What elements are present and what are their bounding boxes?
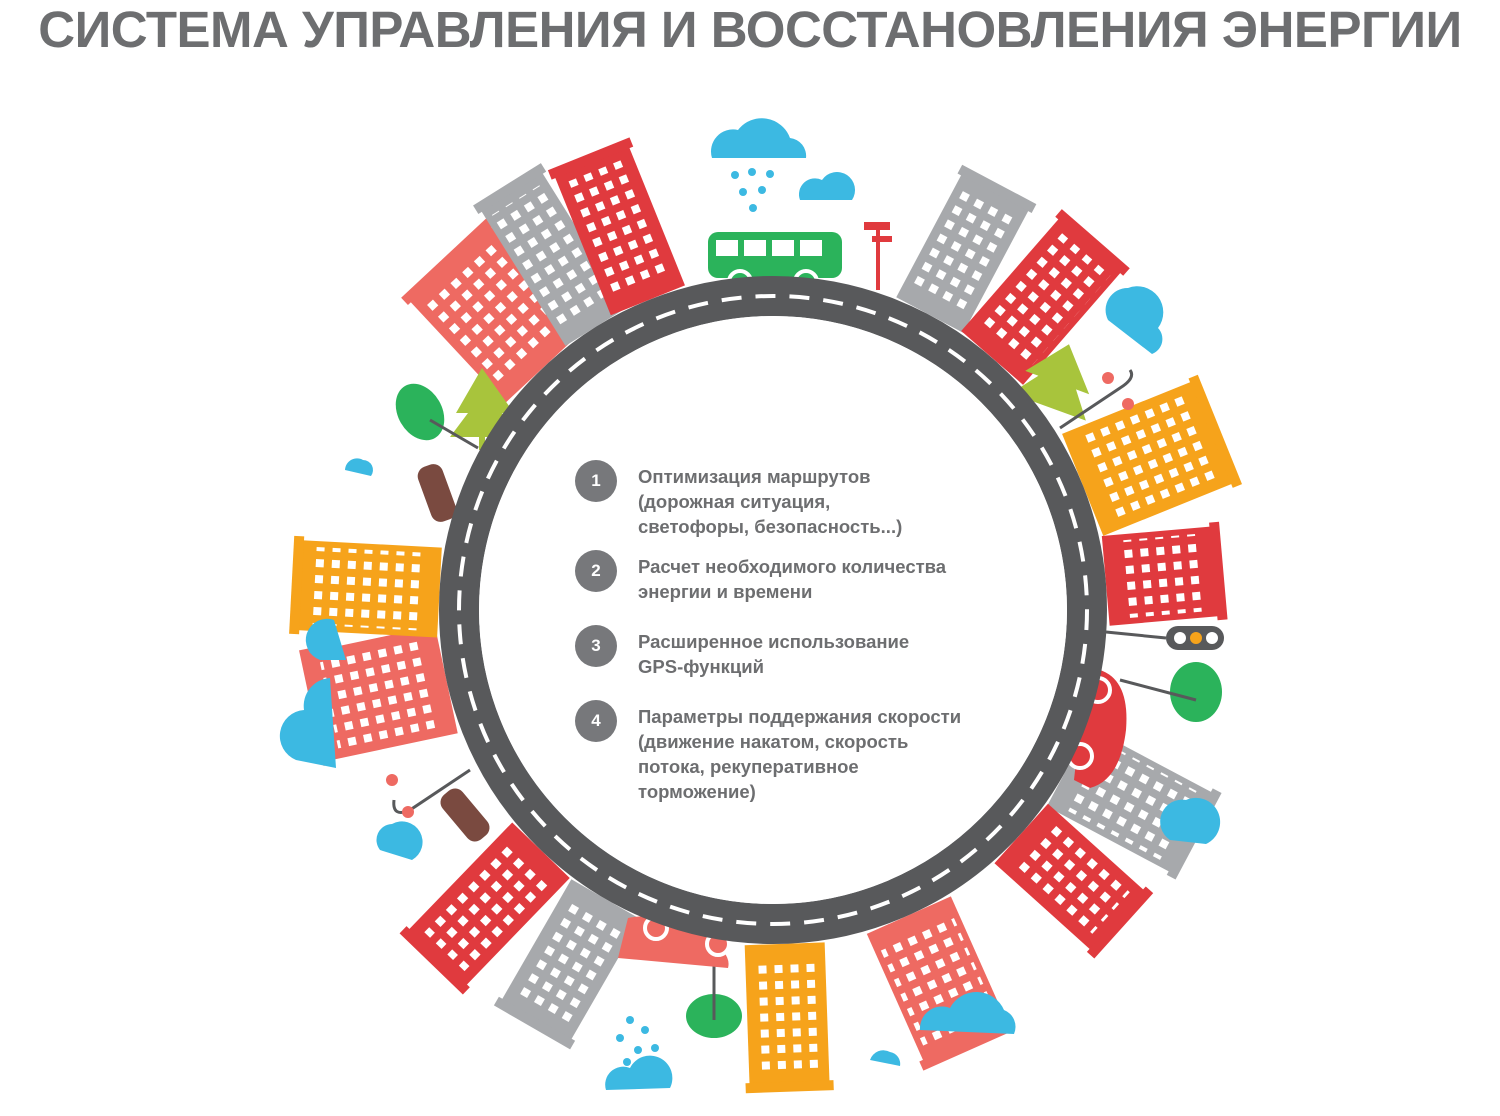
list-item: 3 Расширенное использование GPS-функций <box>575 625 909 679</box>
building <box>547 137 685 316</box>
cloud-icon <box>305 618 346 660</box>
tree-icon <box>395 383 479 450</box>
rain-cloud-icon <box>710 118 807 212</box>
number-badge: 4 <box>575 700 617 742</box>
tree-icon <box>1119 662 1222 722</box>
road-center-line <box>457 294 1089 926</box>
tree-icon <box>1010 344 1090 421</box>
number-badge: 2 <box>575 550 617 592</box>
cloud-icon <box>870 1050 901 1066</box>
inner-area <box>479 316 1067 904</box>
item-text: Расчет необходимого количества энергии и… <box>638 556 947 602</box>
building <box>994 803 1154 959</box>
buildings <box>289 137 1243 1094</box>
cloud-icon <box>345 458 374 476</box>
street-lamp-icon <box>386 768 471 818</box>
bench-icon <box>417 464 457 522</box>
building <box>493 879 641 1050</box>
building <box>896 164 1037 333</box>
cloud-icon <box>1105 286 1164 354</box>
cloud-icon <box>1160 797 1221 844</box>
list-item: 1 Оптимизация маршрутов (дорожная ситуаци… <box>575 460 902 539</box>
number-badge: 3 <box>575 625 617 667</box>
tree-icon <box>686 960 742 1038</box>
building <box>744 942 834 1094</box>
building <box>473 163 627 346</box>
building <box>399 822 570 995</box>
item-text: Расширенное использование GPS-функций <box>638 631 910 677</box>
bench-icon <box>440 788 490 842</box>
building <box>1101 521 1228 626</box>
traffic-light-icon <box>1105 626 1224 650</box>
item-text: Параметры поддержания скорости (движение… <box>638 706 962 802</box>
number-badge: 1 <box>575 460 617 502</box>
list-item: 2 Расчет необходимого количества энергии … <box>575 550 946 604</box>
building <box>1062 374 1243 536</box>
building <box>401 217 586 404</box>
building <box>961 209 1130 385</box>
cloud-icon <box>798 171 856 200</box>
page-title: СИСТЕМА УПРАВЛЕНИЯ И ВОССТАНОВЛЕНИЯ ЭНЕР… <box>38 1 1462 58</box>
item-text: Оптимизация маршрутов (дорожная ситуация… <box>638 466 903 537</box>
rain-cloud-icon <box>605 1016 673 1090</box>
building <box>289 535 442 638</box>
list-item: 4 Параметры поддержания скорости (движени… <box>575 700 961 804</box>
cloud-icon <box>376 821 423 860</box>
street-lamp-icon <box>1059 369 1134 430</box>
cloud-icon <box>279 678 336 768</box>
signpost-icon <box>864 222 892 290</box>
cloud-icon <box>919 992 1016 1034</box>
